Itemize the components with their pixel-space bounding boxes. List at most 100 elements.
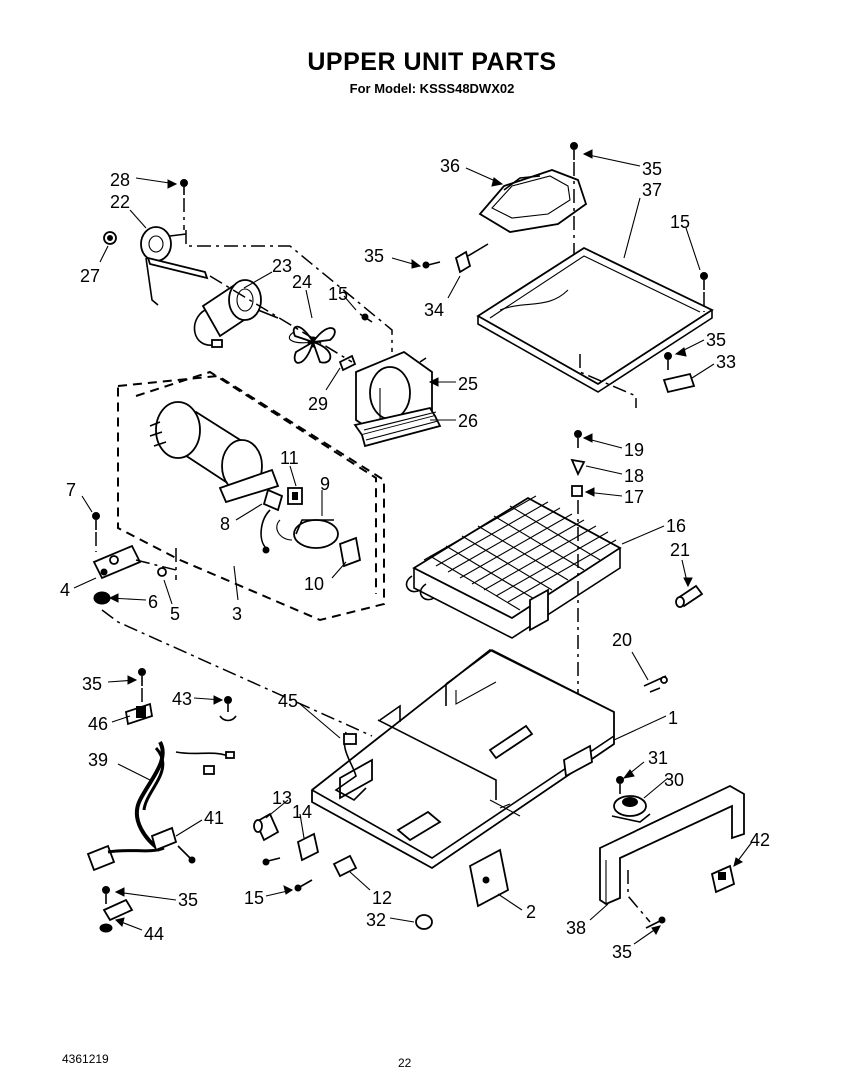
part-connector-12 [332, 854, 358, 878]
callout-29: 29 [308, 394, 328, 414]
callout-43: 43 [172, 689, 192, 709]
part-nut-27 [103, 231, 117, 245]
part-fan-motor-23 [193, 279, 279, 348]
part-condenser-16 [405, 495, 622, 639]
part-nut-5 [157, 567, 167, 577]
callout-15-lower: 15 [244, 888, 264, 908]
callout-25: 25 [458, 374, 478, 394]
callout-44: 44 [144, 924, 164, 944]
callout-39: 39 [88, 750, 108, 770]
callout-46: 46 [88, 714, 108, 734]
power-cord-assembly [86, 668, 237, 933]
callout-38: 38 [566, 918, 586, 938]
part-bracket-4 [92, 544, 142, 580]
callout-22: 22 [110, 192, 130, 212]
callout-12: 12 [372, 888, 392, 908]
part-screw-35-top [570, 142, 578, 160]
part-bracket-17 [571, 485, 583, 497]
callout-33: 33 [716, 352, 736, 372]
part-grommet-6 [93, 591, 111, 605]
part-top-panel-37 [476, 246, 714, 393]
part-cover-2 [468, 848, 510, 908]
part-power-cord-39 [86, 741, 235, 872]
part-screw-35-right [664, 352, 672, 370]
part-screw-35-left [138, 668, 146, 686]
part-clip-34 [454, 243, 489, 274]
part-screw-15-right [700, 272, 708, 290]
callout-32: 32 [366, 910, 386, 930]
document-number: 4361219 [62, 1052, 109, 1066]
part-capacitor-9 [276, 519, 339, 549]
callout-13: 13 [272, 788, 292, 808]
part-plug-13 [253, 812, 280, 842]
part-plug-32 [415, 914, 433, 930]
callout-35-left: 35 [82, 674, 102, 694]
part-fan-blade-24 [288, 325, 336, 364]
callout-7: 7 [66, 480, 76, 500]
part-screw-35-cord [102, 886, 110, 904]
callout-45: 45 [278, 691, 298, 711]
part-switch-42 [710, 864, 736, 894]
callout-3: 3 [232, 604, 242, 624]
lower-right-parts [599, 776, 745, 929]
part-harness-45 [334, 731, 367, 801]
cover-panel-assembly [422, 142, 714, 408]
callout-14: 14 [292, 802, 312, 822]
callout-1: 1 [668, 708, 678, 728]
callout-27: 27 [80, 266, 100, 286]
callout-18: 18 [624, 466, 644, 486]
callout-35-right: 35 [706, 330, 726, 350]
mounting-parts [92, 512, 373, 737]
callout-6: 6 [148, 592, 158, 612]
leader-lines [73, 149, 753, 945]
model-subtitle: For Model: KSSS48DWX02 [349, 81, 515, 96]
compressor-assembly [117, 370, 385, 622]
callout-15-fan: 15 [328, 284, 348, 304]
callout-labels: 28 22 27 23 24 15 29 25 26 36 35 37 15 3… [60, 156, 770, 962]
callout-42: 42 [750, 830, 770, 850]
lower-middle-parts [253, 812, 510, 930]
part-screw-35-clip [422, 261, 441, 269]
part-screw-15-lower [262, 857, 313, 892]
callout-37: 37 [642, 180, 662, 200]
callout-11: 11 [280, 448, 299, 468]
fan-motor-assembly [103, 179, 442, 448]
part-fan-shroud-25 [355, 350, 433, 437]
callout-28: 28 [110, 170, 130, 190]
callout-8: 8 [220, 514, 230, 534]
part-bracket-33 [662, 372, 696, 394]
page-title: UPPER UNIT PARTS [307, 48, 557, 76]
part-relay-11 [287, 487, 303, 505]
part-screw-15-upper [359, 313, 373, 323]
part-tube-21 [675, 584, 704, 608]
part-thermostat-30 [611, 795, 651, 823]
callout-23: 23 [272, 256, 292, 276]
part-screw-28 [180, 179, 188, 195]
part-clip-29 [338, 354, 357, 372]
part-overload-8 [260, 488, 284, 554]
part-screw-35-bottom [645, 916, 666, 929]
part-bracket-14 [296, 832, 320, 862]
part-clip-18 [570, 458, 586, 477]
part-strain-relief-41 [150, 826, 196, 864]
callout-4: 4 [60, 580, 70, 600]
part-screw-31 [616, 776, 624, 794]
part-wire-20 [643, 675, 668, 693]
callout-15-panel: 15 [670, 212, 690, 232]
callout-17: 17 [624, 487, 644, 507]
part-base-pan-1 [311, 648, 615, 870]
callout-35-bottom: 35 [612, 942, 632, 962]
callout-34: 34 [424, 300, 444, 320]
part-vent-cover-36 [478, 169, 588, 233]
callout-19: 19 [624, 440, 644, 460]
callout-20: 20 [612, 630, 632, 650]
callout-30: 30 [664, 770, 684, 790]
part-screw-19 [574, 430, 582, 448]
part-bracket-10 [338, 536, 362, 568]
callout-26: 26 [458, 411, 478, 431]
callout-41: 41 [204, 808, 224, 828]
part-compressor-body [149, 401, 280, 504]
part-screw-43 [219, 696, 237, 722]
